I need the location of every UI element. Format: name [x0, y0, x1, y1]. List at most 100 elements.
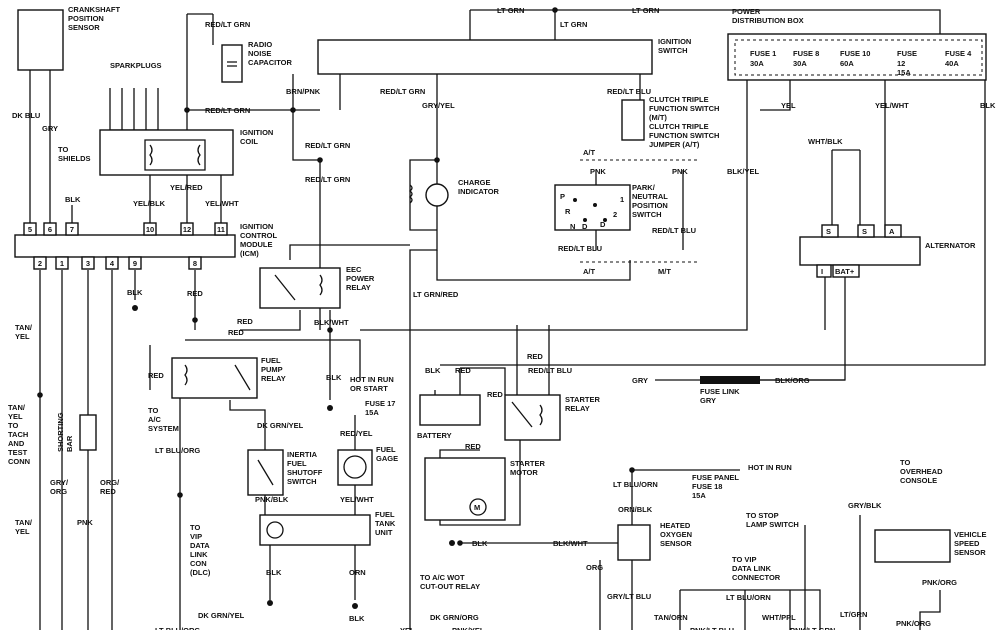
label-dk-grn-yel-75: DK GRN/YEL — [257, 421, 304, 430]
label-starter-relay-93: STARTER — [565, 395, 600, 404]
label-alt-i-51: I — [821, 267, 823, 276]
icm-top-pin — [65, 222, 79, 236]
label-dk-grn-org-109: DK GRN/ORG — [430, 613, 479, 622]
label-icm-13: CONTROL — [240, 231, 277, 240]
label-tan-yel-tach-54: YEL — [8, 412, 23, 421]
label-inertia-76: SHUTOFF — [287, 468, 323, 477]
fuse-amp: 12 — [897, 59, 905, 68]
label-fuel-gage-74: FUEL — [376, 445, 396, 454]
label-lt-grn-16: LT GRN — [632, 6, 659, 15]
icm-bottom-pin-label: 2 — [38, 259, 42, 268]
fuse-name: FUSE — [897, 49, 917, 58]
icm-top-pin — [214, 222, 228, 236]
label-inertia-76: INERTIA — [287, 450, 318, 459]
label-blk-org-100: BLK/ORG — [775, 376, 810, 385]
label-tan-yel-55: YEL — [15, 527, 30, 536]
ignition-coil — [99, 129, 234, 176]
label-fuel-tank-79: TANK — [375, 519, 396, 528]
label-gear-d-33: D — [582, 222, 588, 231]
charge-indicator — [425, 183, 449, 207]
label-gear-d-34: D — [600, 220, 606, 229]
label-hot-run-71: HOT IN RUN — [350, 375, 394, 384]
label-to-ac-69: A/C — [148, 415, 162, 424]
label-pnk-org-120: PNK/ORG — [896, 619, 931, 628]
label-lt-grn-14: LT GRN — [497, 6, 524, 15]
label-fuel-gage-74: GAGE — [376, 454, 398, 463]
label-mt-40: M/T — [658, 267, 671, 276]
ignition-switch — [317, 39, 653, 75]
label-yel-blk-10: YEL/BLK — [133, 199, 166, 208]
label-crank-0: CRANKSHAFT — [68, 5, 120, 14]
label-tan-yel-tach-54: TACH — [8, 430, 28, 439]
label-to-vip2-111: TO VIP — [732, 555, 756, 564]
icm-top-pin — [23, 222, 37, 236]
label-overhead-117: TO — [900, 458, 910, 467]
label-alt-bat-52: BAT+ — [835, 267, 855, 276]
label-tan-yel-tach-54: TO — [8, 421, 18, 430]
label-pdb-41: DISTRIBUTION BOX — [732, 16, 804, 25]
label-to-stop-110: LAMP SWITCH — [746, 520, 799, 529]
label-fuse17-72: 15A — [365, 408, 379, 417]
label-tan-yel-53: TAN/ — [15, 323, 33, 332]
label-lt-blu-38: RED/LT BLU — [652, 226, 696, 235]
label-at-26: A/T — [583, 148, 596, 157]
label-battery-92: BATTERY — [417, 431, 452, 440]
label-red-yel-73: RED/YEL — [340, 429, 373, 438]
label-red-lt-grn-5: RED/LT GRN — [205, 20, 250, 29]
radio-noise-capacitor — [221, 44, 243, 83]
label-icm-13: (ICM) — [240, 249, 259, 258]
label-eec-64: EEC — [346, 265, 362, 274]
label-park-neutral-29: SWITCH — [632, 210, 662, 219]
label-hot-run2-101: HOT IN RUN — [748, 463, 792, 472]
label-wht-blk-46: WHT/BLK — [808, 137, 843, 146]
label-to-stop-110: TO STOP — [746, 511, 779, 520]
label-gear-2-36: 2 — [613, 210, 617, 219]
fuse-amp: 60A — [840, 59, 854, 68]
label-charge-25: INDICATOR — [458, 187, 500, 196]
label-lt-grn-15: LT GRN — [560, 20, 587, 29]
label-ign-coil-8: COIL — [240, 137, 258, 146]
label-lt-grn2-115: LT/GRN — [840, 610, 867, 619]
label-red-lt-grn-19: RED/LT GRN — [380, 87, 425, 96]
icm-bottom-pin-label: 4 — [110, 259, 115, 268]
label-ign-switch-17: IGNITION — [658, 37, 691, 46]
vehicle-speed-sensor — [874, 529, 951, 563]
junction-dots — [37, 7, 635, 546]
label-fuse-link-99: FUSE LINK — [700, 387, 740, 396]
label-to-vip-83: (DLC) — [190, 568, 211, 577]
label-tan-yel-tach-54: AND — [8, 439, 25, 448]
label-vss-118: SPEED — [954, 539, 980, 548]
label-brn-pnk-18: BRN/PNK — [286, 87, 321, 96]
label-to-ac-69: TO — [148, 406, 158, 415]
label-blk-wht-97: BLK/WHT — [553, 539, 588, 548]
label-lt-blu-org-cut-121: LT BLU/ORG — [155, 626, 200, 630]
icm-bottom-pin — [81, 256, 95, 270]
fuse-name: FUSE 1 — [750, 49, 776, 58]
label-red-68: RED — [148, 371, 164, 380]
label-red-lt-blu2-91: RED/LT BLU — [528, 366, 572, 375]
fuse-amp: 40A — [945, 59, 959, 68]
label-org-106: ORG — [586, 563, 603, 572]
label-yel-wht-12: YEL/WHT — [205, 199, 239, 208]
icm-top-pin — [143, 222, 157, 236]
icm-top-pin-label: 7 — [70, 225, 74, 234]
label-heated-105: HEATED — [660, 521, 691, 530]
label-blk-wht-65: BLK/WHT — [314, 318, 349, 327]
label-gear-p-30: P — [560, 192, 565, 201]
label-to-ac-69: SYSTEM — [148, 424, 179, 433]
icm-bottom-pin — [33, 256, 47, 270]
label-to-vip-83: LINK — [190, 550, 208, 559]
icm-bottom-pin-label: 3 — [86, 259, 90, 268]
label-red-lt-grn-20: RED/LT GRN — [305, 141, 350, 150]
label-red-62: RED — [237, 317, 253, 326]
label-ign-coil-8: IGNITION — [240, 128, 273, 137]
label-gry-2: GRY — [42, 124, 58, 133]
label-park-neutral-29: POSITION — [632, 201, 668, 210]
label-gry-org-57: GRY/ — [50, 478, 69, 487]
label-tan-yel-tach-54: CONN — [8, 457, 30, 466]
icm-bottom-pin — [188, 256, 202, 270]
label-yel-wht-78: YEL/WHT — [340, 495, 374, 504]
label-shorting-bar-56: BAR — [65, 435, 74, 452]
fuse-link — [700, 376, 760, 384]
label-lt-grn-red-66: LT GRN/RED — [413, 290, 459, 299]
